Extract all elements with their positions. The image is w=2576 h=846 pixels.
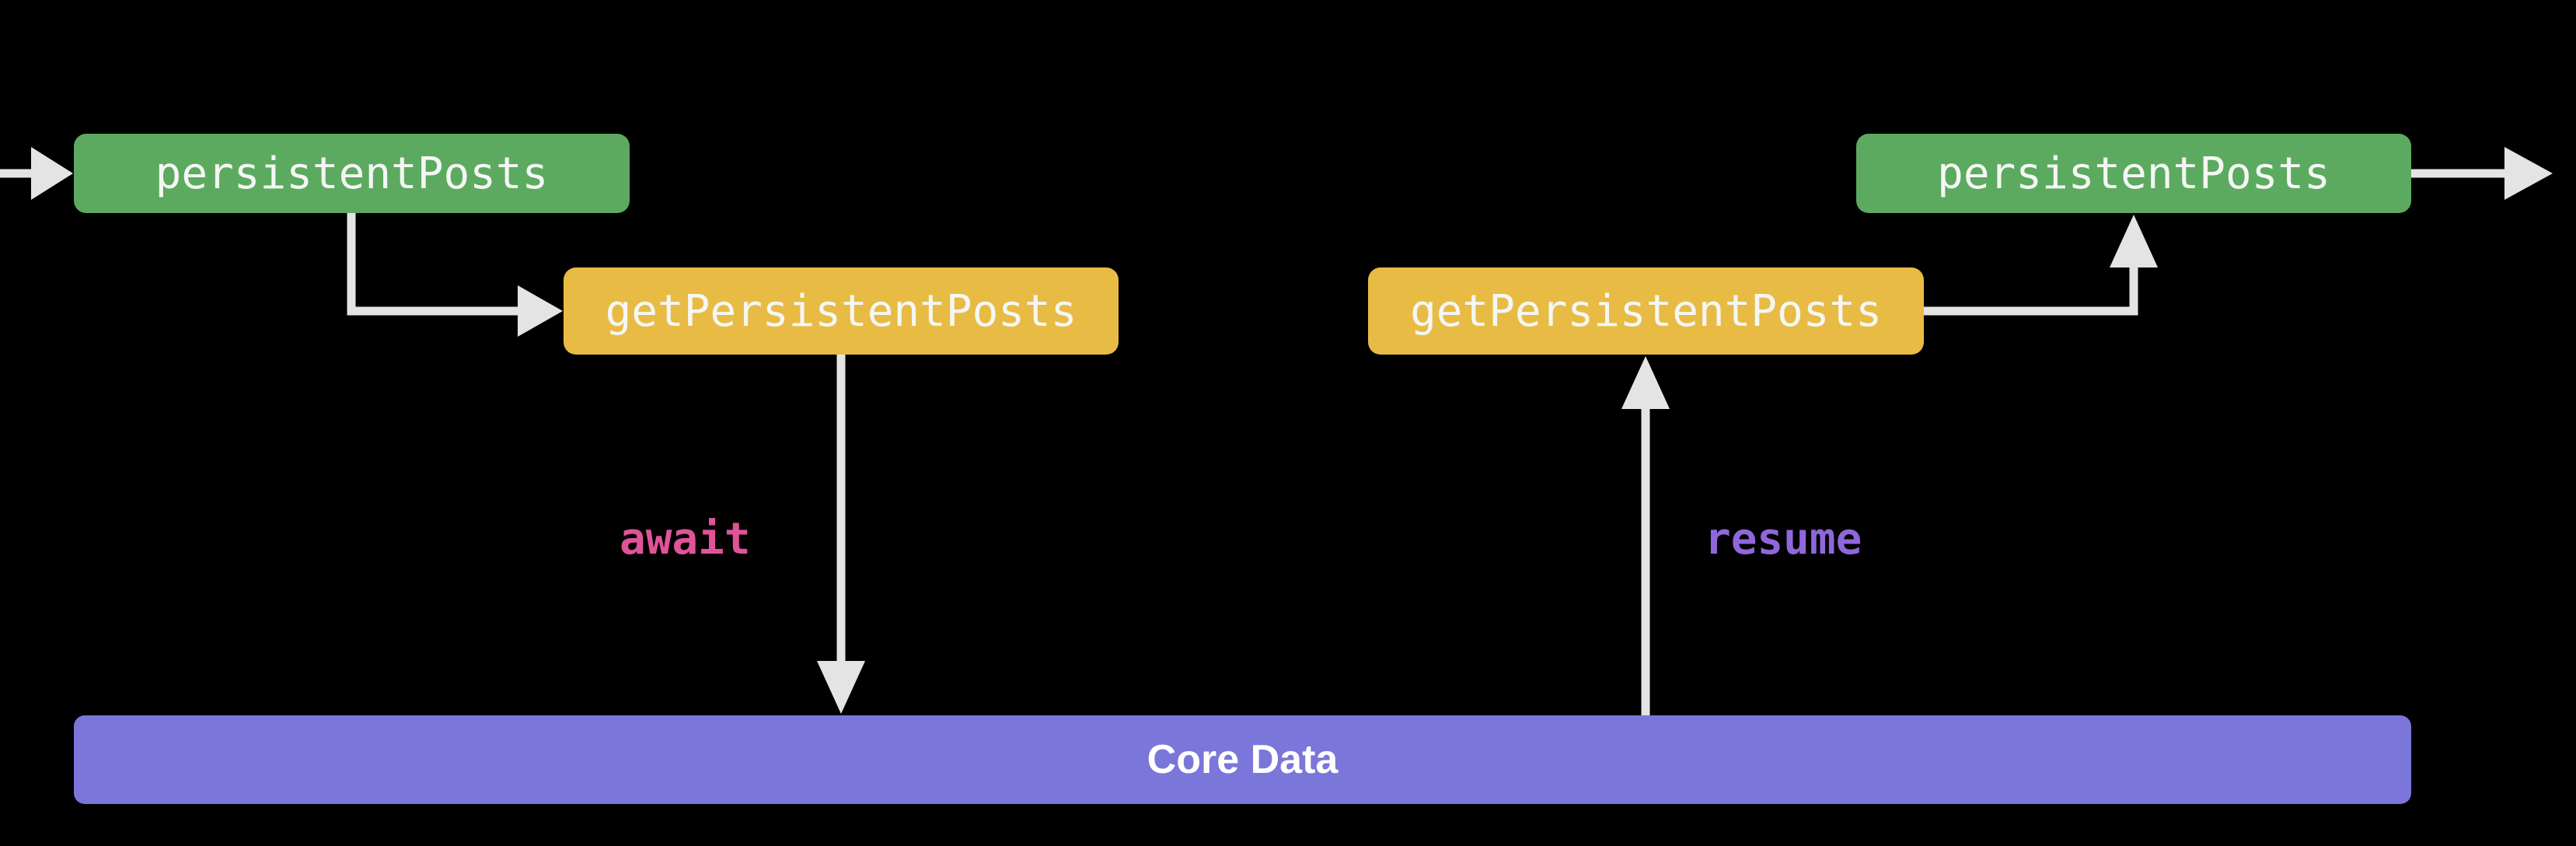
arrow-input-left-icon [0, 147, 73, 200]
resume-annotation: resume [1705, 514, 1862, 565]
arrow-getpersistentposts-to-persistentposts-icon [1924, 215, 2158, 316]
node-label: persistentPosts [1937, 148, 2330, 199]
node-label: getPersistentPosts [605, 285, 1077, 337]
node-get-persistent-posts-left: getPersistentPosts [564, 267, 1119, 355]
arrow-await-down-icon [817, 355, 865, 714]
node-label: getPersistentPosts [1410, 285, 1882, 337]
node-persistent-posts-right: persistentPosts [1856, 134, 2411, 213]
core-data-bar: Core Data [74, 715, 2411, 804]
arrow-output-right-icon [2411, 147, 2553, 200]
arrow-resume-up-icon [1621, 356, 1670, 715]
core-data-label: Core Data [1147, 737, 1339, 782]
node-persistent-posts-left: persistentPosts [74, 134, 630, 213]
await-annotation: await [620, 514, 751, 565]
node-get-persistent-posts-right: getPersistentPosts [1368, 267, 1924, 355]
arrow-persistentposts-to-getpersistentposts-icon [347, 213, 563, 337]
node-label: persistentPosts [155, 148, 549, 199]
